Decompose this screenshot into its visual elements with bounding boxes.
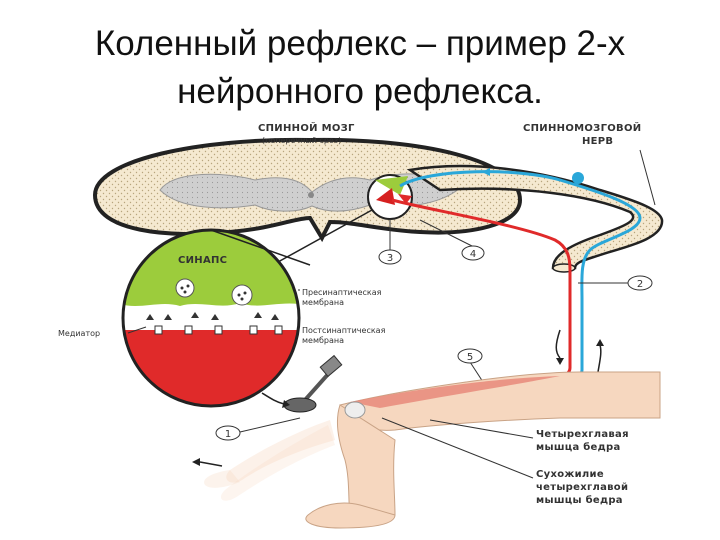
svg-text:2: 2 <box>637 279 643 290</box>
svg-text:3: 3 <box>387 253 393 264</box>
title-line-2: нейронного рефлекса. <box>177 72 543 111</box>
synapse-region-cord <box>367 174 413 220</box>
svg-text:1: 1 <box>225 429 231 440</box>
label-mediator: Медиатор <box>58 329 100 338</box>
svg-text:4: 4 <box>470 249 476 260</box>
label-presynaptic-2: мембрана <box>302 298 344 307</box>
callout-1: 1 <box>215 417 301 441</box>
label-postsynaptic-2: мембрана <box>302 336 344 345</box>
label-tendon-1: Сухожилие <box>536 469 604 480</box>
slide-title: Коленный рефлекс – пример 2-х нейронного… <box>0 20 720 116</box>
label-spinal-nerve-2: НЕРВ <box>582 136 613 147</box>
label-presynaptic-1: Пресинаптическая <box>302 288 382 297</box>
up-arrow-icon <box>597 344 602 373</box>
title-line-1: Коленный рефлекс – пример 2-х <box>94 24 626 63</box>
callout-2: 2 <box>578 275 653 291</box>
kick-arrow-icon <box>192 458 200 466</box>
label-quadriceps-2: мышца бедра <box>536 441 621 453</box>
synapse-magnified <box>121 209 373 408</box>
svg-text:5: 5 <box>467 352 473 363</box>
motor-arrow-icon <box>398 194 412 204</box>
reflex-hammer-icon <box>261 354 343 413</box>
sensory-ganglion <box>572 172 584 184</box>
label-postsynaptic-1: Постсинаптическая <box>302 326 386 335</box>
label-quadriceps-1: Четырехглавая <box>536 429 629 440</box>
label-synapse: СИНАПС <box>178 255 227 266</box>
callout-3: 3 <box>378 219 402 265</box>
label-tendon-2: четырехглавой <box>536 482 628 493</box>
down-arrow-icon <box>555 329 561 359</box>
label-spinal-nerve-1: СПИННОМОЗГОВОЙ <box>523 121 641 134</box>
label-spinal-cord: СПИННОЙ МОЗГ <box>258 121 355 134</box>
leg <box>192 371 661 529</box>
label-cross-section: (поперечный срез) <box>262 136 341 145</box>
callout-4: 4 <box>419 219 485 261</box>
label-tendon-3: мышцы бедра <box>536 494 623 506</box>
sensory-arrow-icon <box>482 168 490 176</box>
